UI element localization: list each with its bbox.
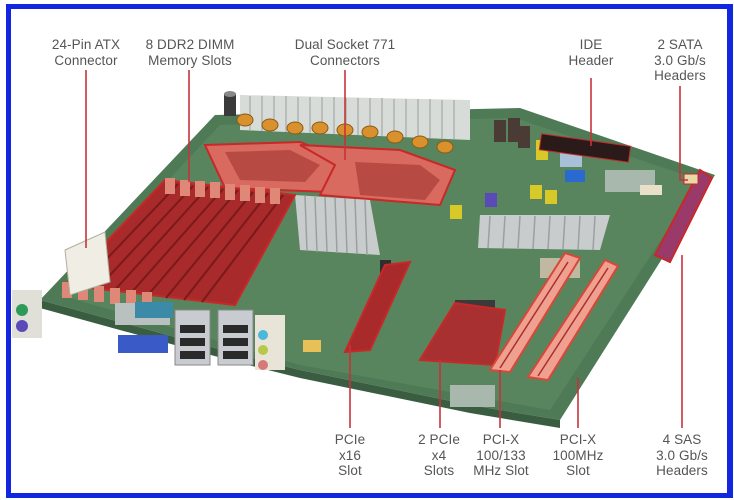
ide-header-block: [538, 133, 632, 163]
leader-lines: [85, 70, 688, 428]
label-sas-headers: 4 SAS 3.0 Gb/s Headers: [656, 432, 708, 478]
label-ide-header: IDE Header: [568, 37, 614, 68]
label-pcix-133-slot: PCI-X 100/133 MHz Slot: [473, 432, 529, 478]
label-pcie-x16-slot: PCIe x16 Slot: [334, 432, 366, 478]
label-ddr2-dimm-slots: 8 DDR2 DIMM Memory Slots: [145, 37, 235, 68]
label-pcie-x4-slots: 2 PCIe x4 Slots: [418, 432, 460, 478]
sas-headers-highlight: [653, 168, 714, 264]
cpu-socket-highlight: [203, 140, 457, 207]
label-dual-socket-771: Dual Socket 771 Connectors: [294, 37, 396, 68]
chipset-heatsink: [295, 195, 610, 256]
inductors: [236, 113, 454, 154]
dimm-slots-highlight: [62, 178, 297, 308]
pcie-x16-slot-highlight: [343, 260, 412, 354]
label-pcix-100-slot: PCI-X 100MHz Slot: [552, 432, 604, 478]
label-24pin-atx-connector: 24-Pin ATX Connector: [51, 37, 121, 68]
sata-headers-block: [683, 173, 699, 185]
pcix-100-slot-highlight: [526, 258, 620, 382]
rear-io-panel: [12, 290, 321, 370]
label-sata-headers: 2 SATA 3.0 Gb/s Headers: [654, 37, 706, 83]
atx-connector-block: [64, 231, 111, 296]
